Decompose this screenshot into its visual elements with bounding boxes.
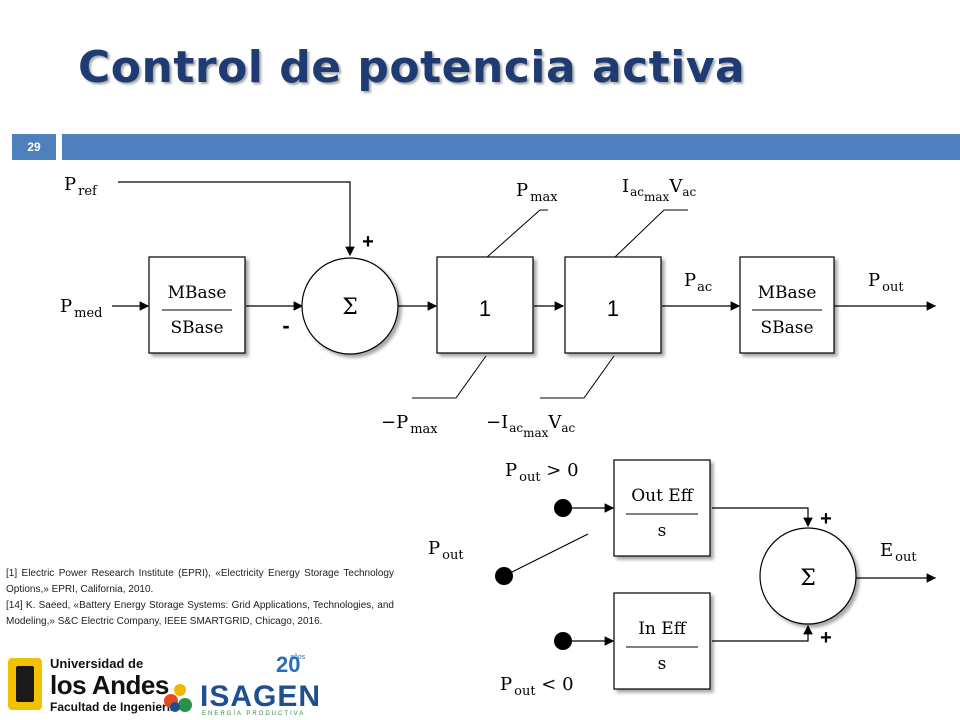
pref-connector	[118, 181, 355, 257]
sum1-plus-sign: +	[362, 231, 374, 253]
reference-item: [14] K. Saeed, «Battery Energy Storage S…	[6, 600, 394, 627]
gain-block-2	[739, 256, 835, 354]
anniversary-number: 20	[276, 652, 301, 677]
limiter-block-2	[564, 256, 662, 354]
limiter-block-1	[436, 256, 534, 354]
sum-junction-1	[301, 257, 399, 355]
anniversary-badge: 20 años	[276, 652, 306, 677]
outeff-denominator: s	[658, 521, 667, 541]
header-bar	[62, 134, 960, 160]
isagen-logo: 20 años ISAGEN ENERGÍA PRODUCTIVA	[160, 652, 320, 718]
connector-outeff-out	[712, 507, 813, 528]
slide-number: 29	[12, 134, 56, 160]
reference-item: [1] Electric Power Research Institute (E…	[6, 568, 394, 595]
limiter1-upper-leader	[485, 209, 548, 259]
uniandes-line3: Facultad de Ingeniería	[50, 700, 177, 714]
limiter2-upper-leader	[613, 209, 688, 259]
uniandes-line2: los Andes	[50, 670, 169, 700]
isagen-mark-icon	[160, 680, 196, 716]
sum2-plus-bottom: +	[820, 627, 832, 649]
connector-ineff-out	[712, 624, 813, 642]
anniversary-word: años	[290, 654, 306, 661]
limiter2-label: 1	[607, 296, 619, 321]
iacmax-vac-label: IacmaxVac	[622, 176, 696, 204]
uniandes-logo: Universidad de los Andes Facultad de Ing…	[8, 654, 177, 716]
uniandes-emblem-icon	[8, 658, 42, 710]
sum1-minus-sign: -	[282, 313, 289, 338]
limiter1-label: 1	[479, 296, 491, 321]
gain1-denominator: SBase	[170, 318, 223, 338]
switch-contact-bottom	[554, 632, 572, 650]
switch-arm	[503, 533, 589, 577]
sum1-symbol: Σ	[342, 295, 358, 320]
in-eff-block	[613, 592, 711, 690]
gain1-numerator: MBase	[168, 283, 227, 303]
isagen-tagline: ENERGÍA PRODUCTIVA	[202, 711, 306, 717]
references: [1] Electric Power Research Institute (E…	[6, 566, 394, 630]
gain2-denominator: SBase	[760, 318, 813, 338]
sum-junction-2	[759, 527, 857, 625]
ineff-numerator: In Eff	[638, 619, 687, 639]
limiter1-lower-leader	[412, 355, 487, 399]
sum2-plus-top: +	[820, 508, 832, 530]
sum2-symbol: Σ	[800, 566, 816, 591]
ineff-denominator: s	[658, 654, 667, 674]
out-eff-block	[613, 459, 711, 557]
slide-title: Control de potencia activa	[78, 42, 746, 93]
uniandes-line1: Universidad de	[50, 656, 144, 671]
neg-iacmax-vac-label: −IacmaxVac	[486, 412, 576, 440]
isagen-name: ISAGEN	[200, 680, 322, 713]
gain2-numerator: MBase	[758, 283, 817, 303]
pac-label: Pac	[684, 270, 712, 295]
outeff-numerator: Out Eff	[631, 486, 695, 506]
limiter2-lower-leader	[540, 355, 615, 399]
gain-block-1	[148, 256, 246, 354]
switch-contact-top	[554, 499, 572, 517]
